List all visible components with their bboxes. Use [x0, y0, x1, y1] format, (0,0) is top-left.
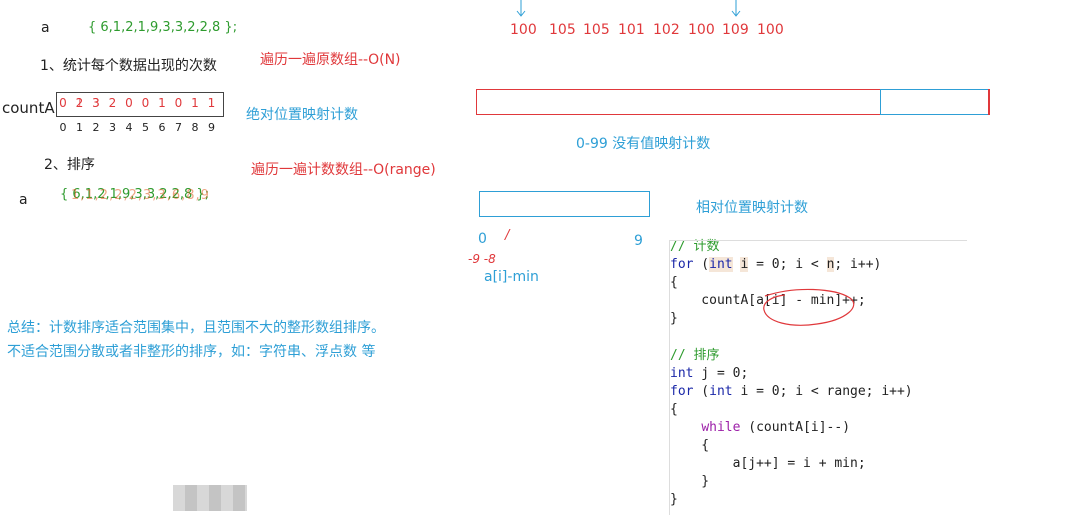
step2-title: 2、排序	[44, 157, 95, 173]
countA-index: 1	[76, 121, 83, 134]
code-top-border	[669, 240, 967, 241]
relative-count-box	[479, 191, 650, 217]
relative-mapping-note: 相对位置映射计数	[696, 200, 808, 216]
countA-cell: 0	[125, 96, 133, 110]
code-line: {	[670, 401, 678, 417]
code-line: countA[a[i] - min]++;	[670, 293, 866, 309]
countA-index: 3	[109, 121, 116, 134]
countA-index: 5	[142, 121, 149, 134]
code-line: }	[670, 492, 678, 508]
top-value: 105	[583, 22, 610, 38]
top-value: 100	[757, 22, 784, 38]
countA-cell: 2	[108, 96, 117, 110]
code-line: // 计数	[670, 239, 720, 254]
code-line	[670, 328, 970, 346]
countA-cell: 2	[75, 96, 84, 110]
step2-complexity-note: 遍历一遍计数数组--O(range)	[251, 162, 436, 178]
array-a-label: a	[41, 20, 50, 36]
top-value: 100	[688, 22, 715, 38]
countA-label: countA	[2, 99, 55, 117]
countA-index: 2	[92, 121, 100, 134]
summary-line-1: 总结：计数排序适合范围集中，且范围不大的整形数组排序。	[7, 320, 385, 336]
formula-label: a[i]-min	[484, 269, 539, 285]
sorted-a-values: { 6,1,2,1,9,3,3,2,2,8 };	[60, 187, 210, 202]
red-circle-annotation	[763, 288, 855, 326]
relative-end-index: 9	[634, 233, 643, 249]
scribble-mark: /	[505, 228, 510, 243]
top-value: 101	[618, 22, 645, 38]
code-line: int j = 0;	[670, 365, 749, 381]
code-line: }	[670, 474, 710, 490]
countA-cell: 1	[158, 96, 166, 110]
countA-index: 4	[125, 121, 133, 134]
step1-title: 1、统计每个数据出现的次数	[40, 58, 217, 74]
code-line: {	[670, 438, 710, 454]
range-note: 0-99 没有值映射计数	[576, 136, 711, 152]
code-line: while (countA[i]--)	[701, 419, 851, 435]
code-line: a[j++] = i + min;	[670, 456, 866, 472]
code-block: // 计数 for (int i = 0; i < n; i++) { coun…	[670, 238, 970, 509]
countA-cell: 1	[191, 96, 199, 110]
step1-complexity-note: 遍历一遍原数组--O(N)	[260, 52, 401, 68]
countA-cell-overwrite: 1	[75, 96, 84, 110]
arrow-down-icon	[516, 0, 526, 17]
code-line: for (int i = 0; i < range; i++)	[670, 383, 913, 399]
summary-line-2: 不适合范围分散或者非整形的排序，如：字符串、浮点数 等	[7, 344, 376, 360]
relative-start-index: 0	[478, 231, 487, 247]
absolute-mapping-note: 绝对位置映射计数	[246, 107, 358, 123]
countA-index: 8	[191, 121, 199, 134]
range-bar-end	[988, 89, 990, 115]
array-a-values: { 6,1,2,1,9,3,3,2,2,8 };	[88, 20, 238, 35]
arrow-markers	[516, 0, 741, 17]
code-line: {	[670, 275, 678, 291]
countA-index: 9	[208, 121, 215, 134]
countA-array-box	[56, 92, 224, 117]
code-left-border	[669, 240, 670, 515]
arrow-down-icon	[731, 0, 741, 17]
sorted-overwrite-scribble: 1,1,2,2,2,3,3,6,8,9	[71, 188, 210, 203]
countA-cell: 0	[174, 96, 183, 110]
code-line: for (int i = 0; i < n; i++)	[670, 257, 882, 273]
countA-cell: 1	[207, 96, 216, 110]
countA-cell-overwrite: 3	[92, 96, 100, 110]
countA-index: 6	[158, 121, 166, 134]
countA-cell: 0	[141, 96, 150, 110]
top-value: 105	[549, 22, 576, 38]
code-line: }	[670, 311, 678, 327]
code-line: // 排序	[670, 347, 720, 363]
countA-cell: 3	[92, 96, 100, 110]
countA-cell: 0	[59, 96, 67, 110]
sorted-a-label: a	[19, 192, 28, 208]
range-bar-used	[880, 89, 990, 115]
scribble-offsets: -9 -8	[468, 252, 496, 266]
range-bar-empty	[476, 89, 881, 115]
blurred-watermark	[173, 485, 247, 511]
countA-index: 0	[59, 121, 67, 134]
top-value: 109	[722, 22, 749, 38]
top-value: 100	[510, 22, 537, 38]
top-value: 102	[653, 22, 680, 38]
countA-index: 7	[175, 121, 182, 134]
